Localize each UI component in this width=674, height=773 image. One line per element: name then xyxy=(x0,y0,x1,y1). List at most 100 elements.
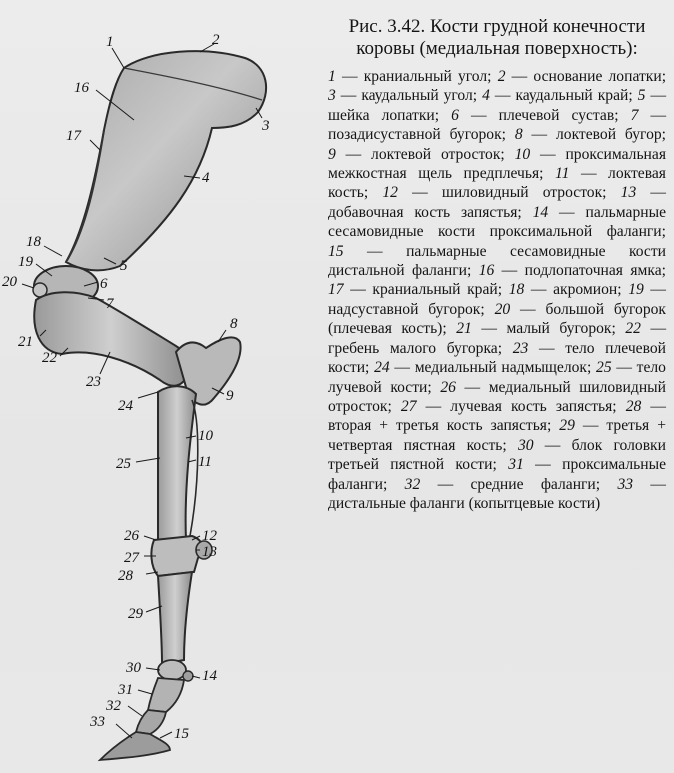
legend-dash: — xyxy=(531,126,548,144)
middle-phalanges xyxy=(134,709,168,735)
label-16: 16 xyxy=(74,80,90,96)
label-27: 27 xyxy=(124,550,141,566)
scapula-cranial-margin xyxy=(65,129,105,263)
label-33: 33 xyxy=(89,714,105,730)
label-24: 24 xyxy=(118,398,134,414)
forelimb-drawing: 1 2 3 4 5 6 7 8 9 10 11 12 13 14 15 16 1… xyxy=(2,32,270,762)
legend-number: 13 xyxy=(620,184,637,202)
legend-item-17: 17 — краниальный край; xyxy=(328,281,502,298)
legend-text: шиловидный отросток; xyxy=(441,184,607,202)
legend-dash: — xyxy=(650,184,667,202)
label-8: 8 xyxy=(230,316,238,332)
legend-dash: — xyxy=(580,165,597,183)
legend-text: медиальный надмыщелок; xyxy=(414,359,592,377)
legend-text: локтевая кость; xyxy=(328,165,666,202)
legend-text: основание лопатки; xyxy=(533,68,667,85)
legend-text: краниальный край; xyxy=(372,281,503,299)
legend-item-10: 10 — проксимальная межкостная щель предп… xyxy=(328,146,666,182)
legend-text: проксимальные фаланги; xyxy=(328,456,667,493)
legend-text: позадисуставной бугорок; xyxy=(328,126,507,144)
legend-text: краниальный угол; xyxy=(363,68,492,85)
scapula xyxy=(64,50,267,272)
label-9: 9 xyxy=(226,388,234,404)
legend-number: 12 xyxy=(382,184,398,202)
legend-item-19: 19 — надсуставной бугорок; xyxy=(328,281,666,317)
legend-text: плечевой сустав; xyxy=(498,106,619,124)
legend-dash: — xyxy=(650,106,667,124)
legend-item-2: 2 — основание лопатки; xyxy=(498,68,666,85)
legend-dash: — xyxy=(544,436,561,454)
legend-item-29: 29 — третья + четвертая пястная кость; xyxy=(328,417,666,453)
legend-number: 24 xyxy=(374,359,390,377)
legend-number: 26 xyxy=(440,378,456,396)
legend-text: акромион; xyxy=(553,281,622,299)
legend-dash: — xyxy=(464,378,481,396)
legend-dash: — xyxy=(540,145,556,163)
legend-number: 28 xyxy=(625,397,642,415)
legend-item-31: 31 — проксимальные фаланги; xyxy=(328,456,666,492)
olecranon xyxy=(174,336,242,406)
label-22: 22 xyxy=(42,350,58,366)
label-18: 18 xyxy=(26,234,42,250)
legend-dash: — xyxy=(559,203,575,221)
legend-text: локтевой отросток; xyxy=(371,145,505,163)
legend-dash: — xyxy=(341,68,358,85)
legend-dash: — xyxy=(367,242,383,260)
legend-number: 16 xyxy=(478,262,495,280)
legend-number: 10 xyxy=(514,145,531,163)
caption-legend: 1 — краниальный угол; 2 — основание лопа… xyxy=(328,67,666,513)
legend-number: 7 xyxy=(630,106,639,124)
legend-dash: — xyxy=(394,359,410,377)
legend-text: гребень малого бугорка; xyxy=(328,339,503,357)
legend-number: 20 xyxy=(494,300,511,318)
legend-dash: — xyxy=(650,87,667,105)
legend-item-11: 11 — локтевая кость; xyxy=(328,165,666,201)
legend-text: тело лучевой кости; xyxy=(328,359,666,396)
legend-number: 9 xyxy=(328,145,336,163)
label-25: 25 xyxy=(116,456,132,472)
legend-number: 30 xyxy=(517,436,534,454)
figure-labels: 1 2 3 4 5 6 7 8 9 10 11 12 13 14 15 16 1… xyxy=(2,32,270,742)
legend-item-6: 6 — плечевой сустав; xyxy=(451,107,618,124)
legend-dash: — xyxy=(501,262,518,280)
label-6: 6 xyxy=(100,276,108,292)
legend-text: подлопаточная ямка; xyxy=(524,262,666,280)
legend-number: 27 xyxy=(400,397,417,415)
bone-illustration: 1 2 3 4 5 6 7 8 9 10 11 12 13 14 15 16 1… xyxy=(0,0,330,773)
label-29: 29 xyxy=(128,606,144,622)
legend-dash: — xyxy=(582,417,599,435)
label-15: 15 xyxy=(174,726,190,742)
distal-phalanges xyxy=(97,731,171,762)
legend-number: 23 xyxy=(512,339,529,357)
legend-number: 5 xyxy=(637,87,646,105)
label-11: 11 xyxy=(198,454,212,470)
legend-text: проксимальная межкостная щель предплечья… xyxy=(328,145,666,183)
label-1: 1 xyxy=(106,34,114,50)
legend-number: 11 xyxy=(554,165,570,183)
legend-item-14: 14 — пальмарные сесамовидные кости прокс… xyxy=(328,204,666,240)
metacarpal-trochlea xyxy=(157,659,187,681)
legend-dash: — xyxy=(650,281,666,299)
legend-text: средние фаланги; xyxy=(470,475,601,493)
legend-item-8: 8 — локтевой бугор; xyxy=(515,126,666,143)
leader-lines xyxy=(21,43,263,739)
carpus xyxy=(150,534,204,578)
legend-number: 3 xyxy=(328,87,336,105)
legend-dash: — xyxy=(650,397,666,415)
legend-number: 18 xyxy=(508,281,525,299)
legend-item-26: 26 — медиальный шиловидный отросток; xyxy=(328,379,666,415)
legend-item-28: 28 — вторая + третья кость запястья; xyxy=(328,398,666,434)
legend-item-4: 4 — каудальный край; xyxy=(482,87,633,104)
legend-item-33: 33 — дистальные фаланги (копытцевые кост… xyxy=(328,476,666,512)
legend-item-12: 12 — шиловидный отросток; xyxy=(382,184,606,201)
legend-item-20: 20 — большой бугорок (плечевая кость); xyxy=(328,301,666,337)
legend-number: 21 xyxy=(456,320,472,338)
legend-number: 4 xyxy=(482,87,490,105)
legend-dash: — xyxy=(535,456,551,474)
legend-number: 29 xyxy=(559,417,575,435)
label-32: 32 xyxy=(105,698,122,714)
legend-item-27: 27 — лучевая кость запястья; xyxy=(401,398,617,415)
legend-number: 14 xyxy=(532,203,549,221)
label-3: 3 xyxy=(261,118,270,134)
